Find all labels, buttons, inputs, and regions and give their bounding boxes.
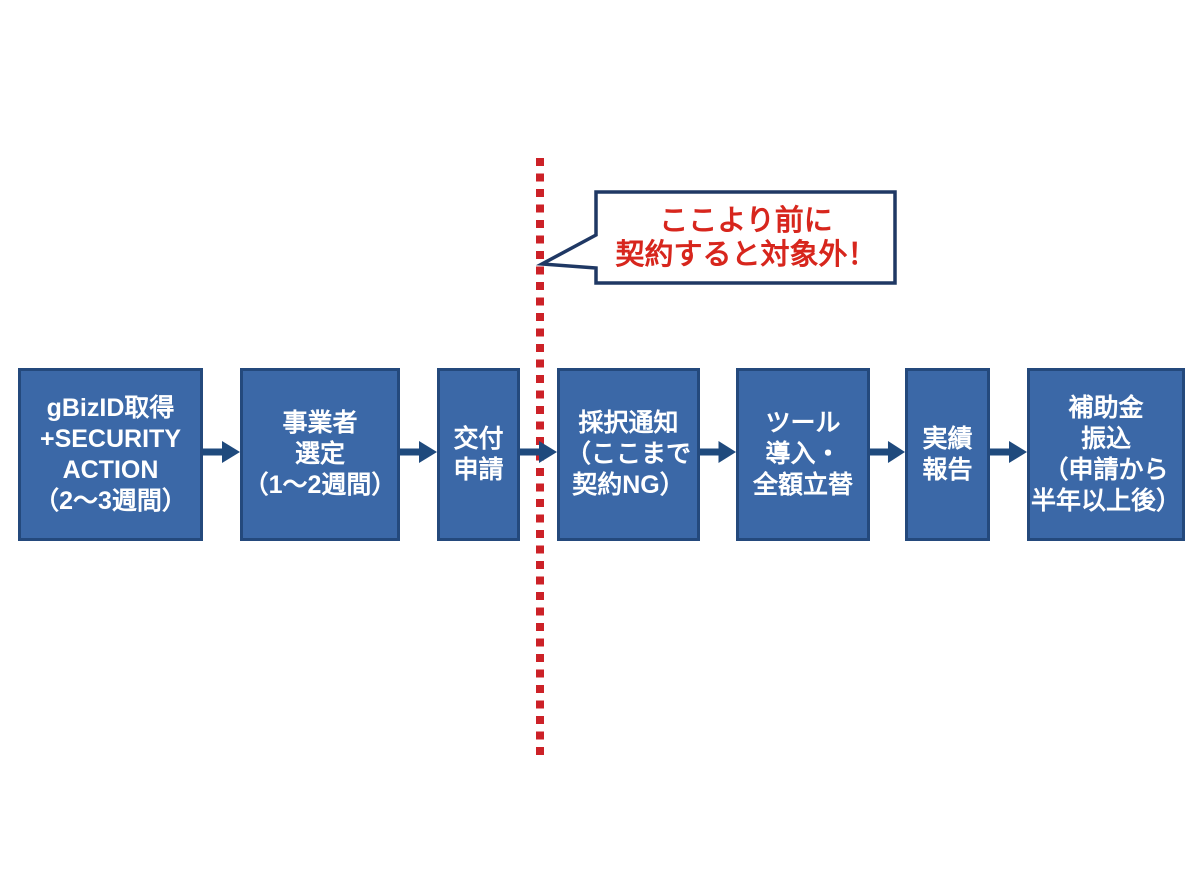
step-label: 採択通知 （ここまで 契約NG） <box>565 409 691 499</box>
arrow-right-icon <box>990 440 1027 464</box>
step-vendor-selection: 事業者 選定 （1〜2週間） <box>240 368 400 541</box>
warning-callout-text: ここより前に 契約すると対象外！ <box>615 205 877 271</box>
arrow-right-icon <box>203 440 240 464</box>
step-subsidy-transfer: 補助金 振込 （申請から 半年以上後） <box>1027 368 1185 541</box>
step-label: gBizID取得 +SECURITY ACTION （2〜3週間） <box>34 393 187 515</box>
step-label: 交付 申請 <box>453 424 504 484</box>
step-label: 実績 報告 <box>922 424 973 484</box>
arrow-right-icon <box>870 440 905 464</box>
warning-callout-bubble <box>535 190 897 285</box>
step-gbizid-security-action: gBizID取得 +SECURITY ACTION （2〜3週間） <box>18 368 203 541</box>
step-label: 補助金 振込 （申請から 半年以上後） <box>1030 393 1181 515</box>
step-adoption-notice: 採択通知 （ここまで 契約NG） <box>557 368 700 541</box>
step-grant-application: 交付 申請 <box>437 368 520 541</box>
step-label: 事業者 選定 （1〜2週間） <box>243 409 397 499</box>
step-label: ツール 導入・ 全額立替 <box>752 409 853 499</box>
arrow-right-icon <box>700 440 736 464</box>
step-results-report: 実績 報告 <box>905 368 990 541</box>
arrow-right-icon <box>400 440 437 464</box>
step-tool-install-advance-payment: ツール 導入・ 全額立替 <box>736 368 870 541</box>
arrow-right-icon <box>520 440 557 464</box>
